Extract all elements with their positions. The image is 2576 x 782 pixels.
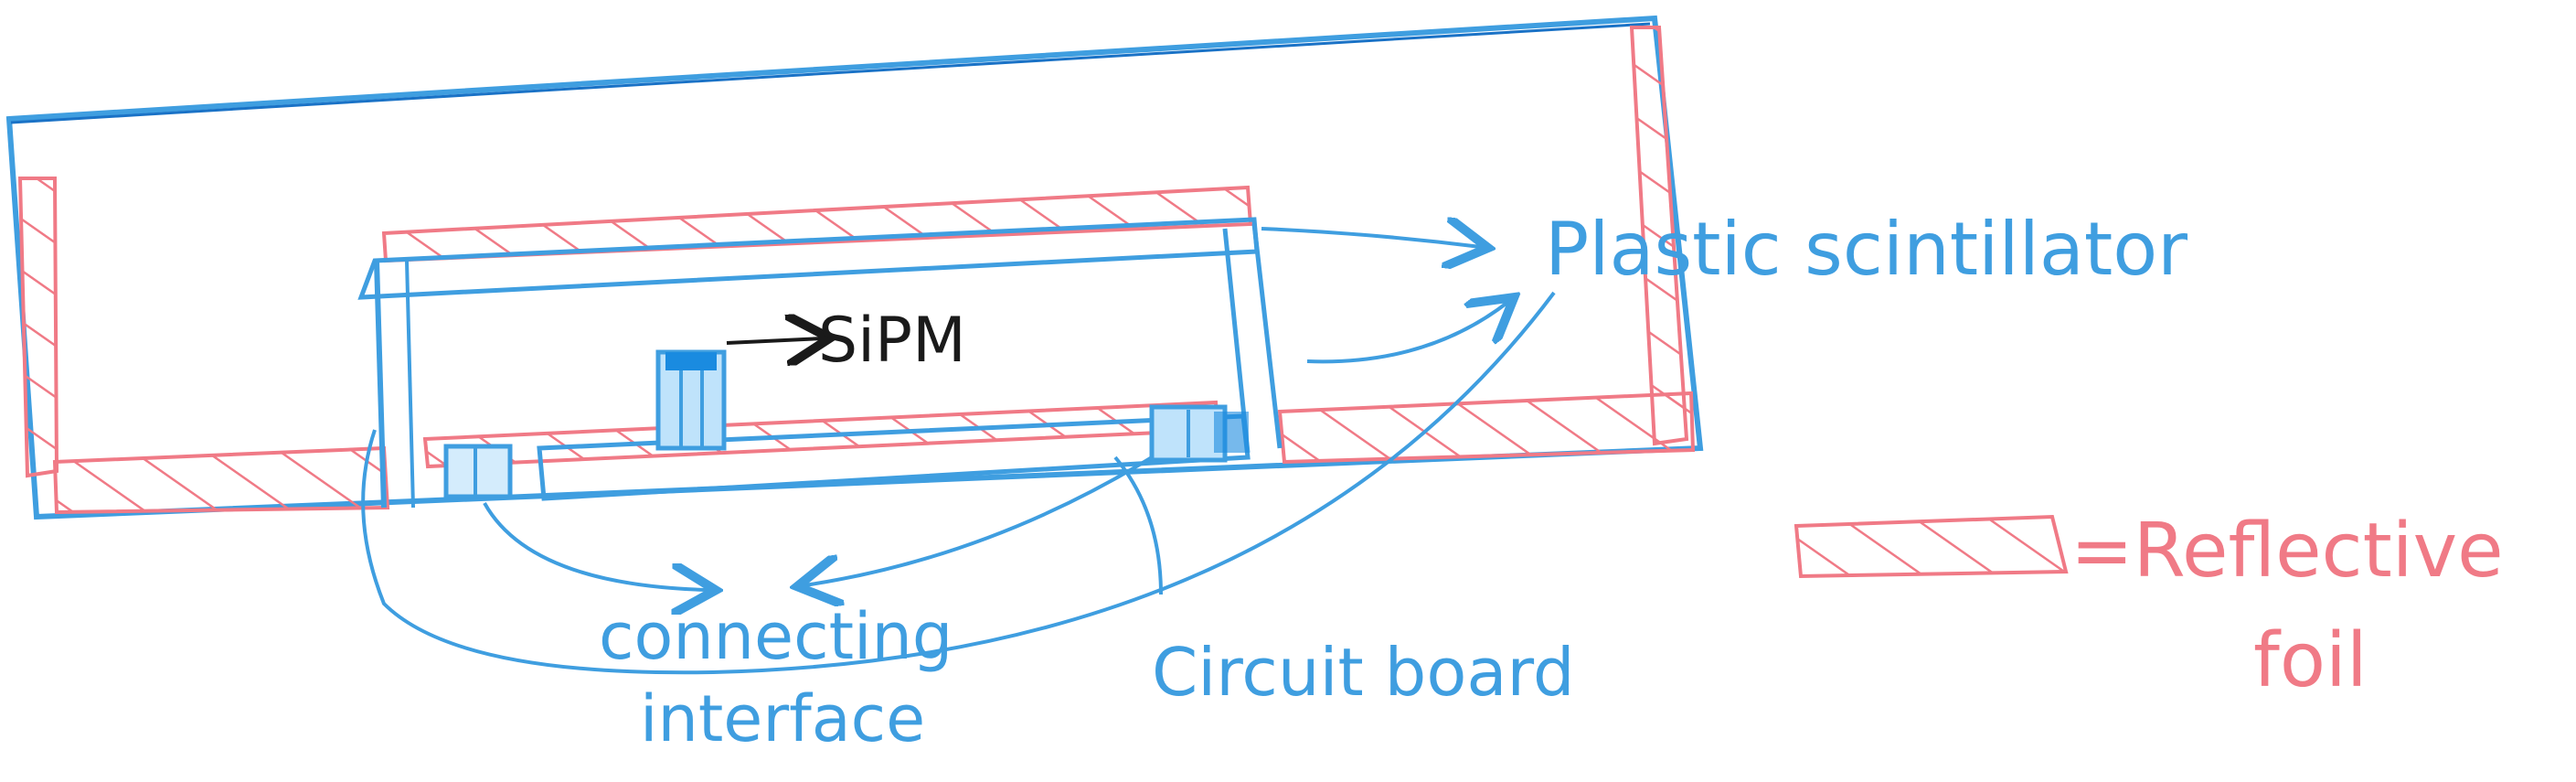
leaders (361, 229, 1556, 675)
circuit-board-label: Circuit board (1152, 634, 1575, 711)
left-inner-wall-inner (405, 260, 415, 509)
long-loop-leader (361, 291, 1556, 675)
sipm-label: SiPM (818, 305, 966, 377)
legend-label-line2: foil (2253, 617, 2368, 704)
inner-module (357, 185, 1283, 509)
legend: =Reflective foil (1794, 508, 2504, 704)
scintillator-leader-bottom (1306, 302, 1508, 364)
sipm-leader (726, 338, 823, 343)
left-connector (443, 444, 513, 499)
connecting-interface-label-line1: connecting (599, 599, 953, 674)
right-inner-wall-outer (1251, 223, 1283, 449)
plastic-scintillator-label: Plastic scintillator (1545, 207, 2187, 292)
top-foil (381, 185, 1253, 263)
connecting-interface-leader-left (483, 502, 708, 590)
connecting-interface-label-line2: interface (640, 681, 925, 756)
connecting-interface-leader-right (804, 455, 1154, 585)
bottom-right-foil (1277, 391, 1696, 465)
outer-housing (5, 15, 1704, 520)
left-inner-wall (374, 260, 387, 509)
outer-housing-top-edge (10, 22, 1651, 124)
scintillator-leader-top (1261, 229, 1481, 247)
left-wall-foil (17, 177, 59, 478)
circuit-board-leader (1113, 455, 1163, 595)
circuit-board (537, 413, 1251, 501)
sipm-top (665, 352, 717, 370)
bottom-left-foil (52, 445, 390, 515)
legend-foil-swatch (1794, 514, 2069, 579)
legend-label-line1: =Reflective (2070, 508, 2504, 595)
